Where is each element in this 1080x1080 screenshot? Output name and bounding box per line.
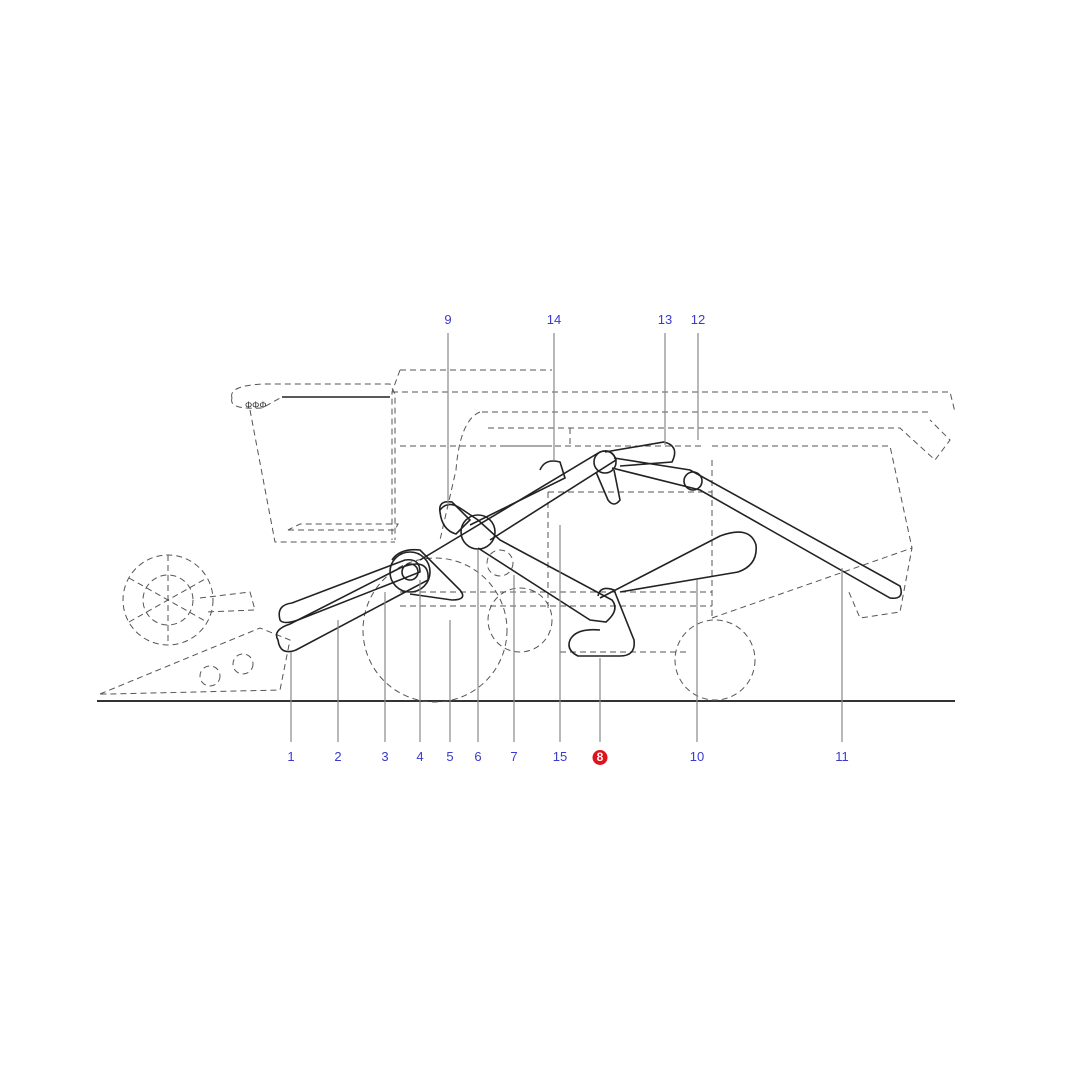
callout-label-8-highlighted: 8 (592, 750, 608, 765)
leader-lines-bottom (290, 525, 843, 742)
callout-label-15: 15 (552, 749, 568, 764)
callout-label-10: 10 (689, 749, 705, 764)
callout-label-7: 7 (510, 749, 518, 764)
header-feeder (99, 627, 291, 695)
callout-label-2: 2 (334, 749, 342, 764)
callout-label-13: 13 (657, 312, 673, 327)
svg-text:ΦΦΦ: ΦΦΦ (245, 400, 267, 410)
callout-label-5: 5 (446, 749, 454, 764)
callout-label-12: 12 (690, 312, 706, 327)
leader-lines-top (447, 333, 699, 505)
callout-label-9: 9 (444, 312, 452, 327)
rear-wheel (674, 619, 756, 701)
callout-label-14: 14 (546, 312, 562, 327)
callout-label-1: 1 (287, 749, 295, 764)
header-reel (122, 554, 256, 646)
callout-label-4: 4 (416, 749, 424, 764)
callout-label-3: 3 (381, 749, 389, 764)
callout-label-6: 6 (474, 749, 482, 764)
belts (275, 441, 903, 657)
front-wheel (362, 557, 508, 703)
callout-label-11: 11 (835, 749, 849, 764)
machine-body (391, 369, 956, 653)
cab-outline: ΦΦΦ (231, 383, 399, 543)
